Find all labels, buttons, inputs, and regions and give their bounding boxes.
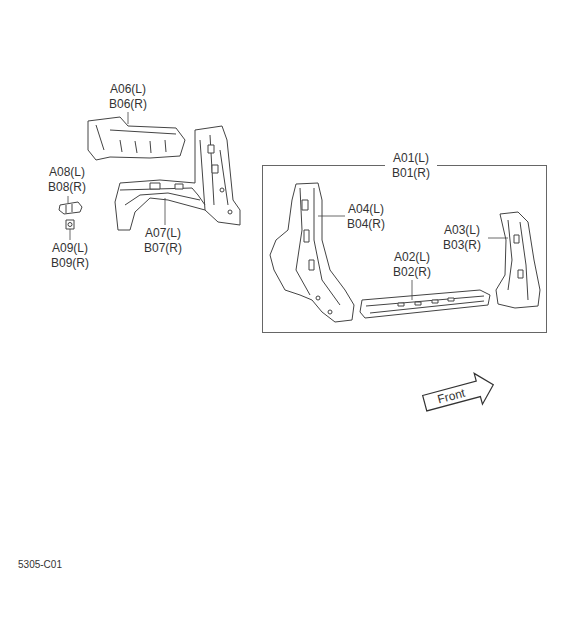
group-heading: A01(L) B01(R)	[385, 151, 437, 181]
callout-number: A08(L) B08(R)	[42, 165, 92, 195]
callout-number: A09(L) B09(R)	[45, 241, 95, 271]
arrow-shape	[421, 369, 498, 418]
callout-number: A04(L) B04(R)	[341, 202, 391, 232]
callout-number: A02(L) B02(R)	[387, 250, 437, 280]
callout-number: A07(L) B07(R)	[138, 226, 188, 256]
direction-label: Front	[422, 382, 480, 410]
group-box: A01(L) B01(R)	[262, 165, 547, 333]
callout-number: A03(L) B03(R)	[437, 223, 487, 253]
callout-number: A06(L) B06(R)	[103, 82, 153, 112]
figure-code: 5305-C01	[5, 558, 75, 571]
front-arrow: Front	[421, 372, 497, 416]
